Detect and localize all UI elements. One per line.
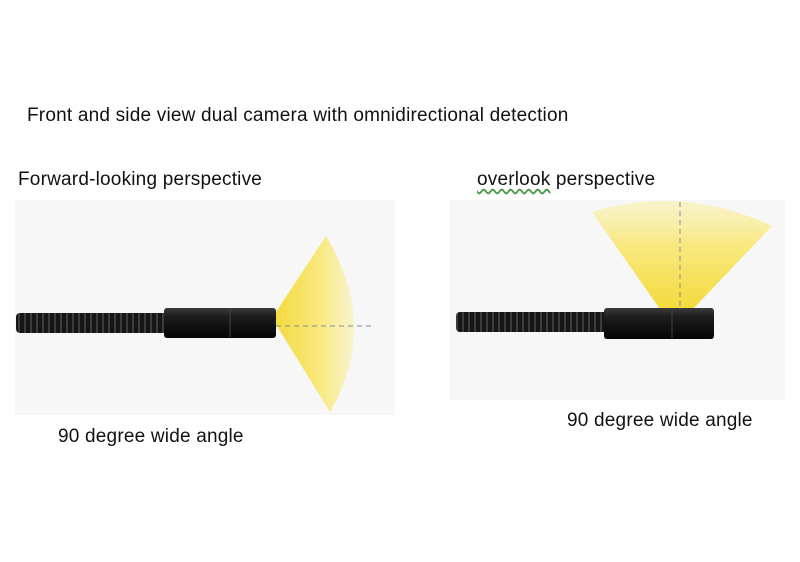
forward-angle-caption: 90 degree wide angle (58, 426, 244, 447)
overlook-angle-caption: 90 degree wide angle (567, 410, 753, 431)
overlook-heading-rest: perspective (550, 169, 656, 190)
overlook-camera-group (456, 200, 772, 339)
overlook-heading: overlook perspective (477, 169, 655, 191)
overlook-word: overlook (477, 169, 551, 190)
overlook-light-beam (592, 200, 772, 312)
forward-light-beam (272, 236, 355, 412)
overlook-cable (456, 312, 608, 332)
page-title: Front and side view dual camera with omn… (27, 105, 569, 126)
overlook-camera-head (604, 308, 714, 339)
forward-cable (16, 313, 168, 333)
forward-looking-heading: Forward-looking perspective (18, 169, 263, 190)
forward-camera-head (164, 308, 276, 338)
forward-camera-group (16, 236, 372, 412)
